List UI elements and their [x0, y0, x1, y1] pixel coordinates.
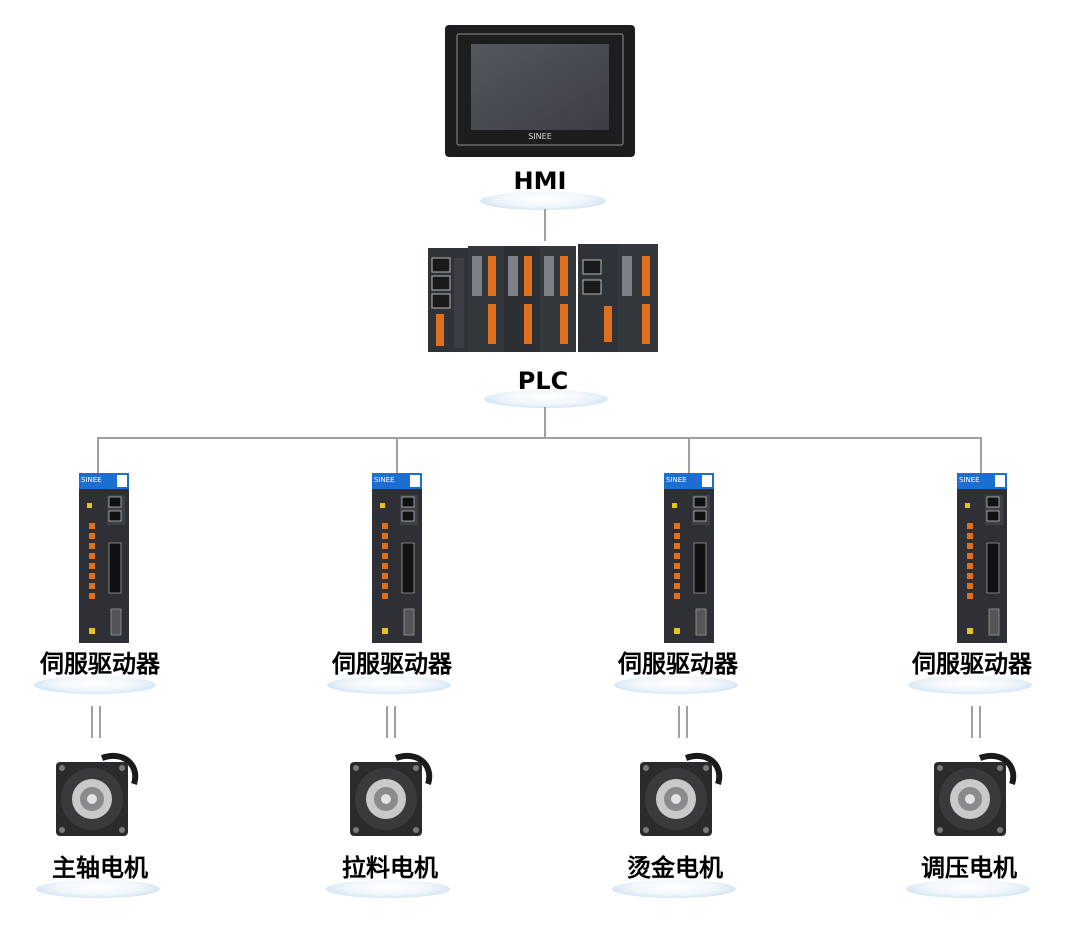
servo-motor-3 [634, 750, 724, 842]
servo-drive-4-pedestal [908, 676, 1032, 694]
servo-drive-2: SINEE [372, 473, 422, 643]
motor-4-label: 调压电机 [921, 854, 1017, 882]
motor-1-label: 主轴电机 [52, 854, 148, 882]
servo-motor-2 [344, 750, 434, 842]
servo-drive-4-label: 伺服驱动器 [912, 650, 1032, 678]
hmi-label: HMI [513, 167, 567, 195]
motor-link-2a [386, 706, 388, 738]
servo-drive-3-pedestal [614, 676, 738, 694]
drop-2 [396, 437, 398, 475]
servo-drive-3-label: 伺服驱动器 [618, 650, 738, 678]
connector-plc-bus [544, 407, 546, 438]
servo-drive-2-label: 伺服驱动器 [332, 650, 452, 678]
hmi-device: SINEE [445, 25, 635, 157]
drop-4 [980, 437, 982, 475]
servo-drive-2-pedestal [327, 676, 451, 694]
servo-drive-4-brand: SINEE [959, 476, 980, 484]
motor-2-label: 拉料电机 [342, 854, 438, 882]
bus-line [97, 437, 982, 439]
motor-link-2b [394, 706, 396, 738]
servo-motor-4 [928, 750, 1018, 842]
plc-pedestal [484, 390, 608, 408]
motor-1-pedestal [36, 880, 160, 898]
plc-device [428, 242, 658, 354]
motor-3-label: 烫金电机 [627, 854, 723, 882]
motor-3-pedestal [612, 880, 736, 898]
motor-link-4b [979, 706, 981, 738]
hmi-brand: SINEE [528, 132, 552, 141]
servo-motor-1 [50, 750, 140, 842]
motor-4-pedestal [906, 880, 1030, 898]
servo-drive-1-brand: SINEE [81, 476, 102, 484]
servo-drive-1: SINEE [79, 473, 129, 643]
motor-link-1b [99, 706, 101, 738]
servo-drive-2-brand: SINEE [374, 476, 395, 484]
motor-link-3a [678, 706, 680, 738]
servo-drive-4: SINEE [957, 473, 1007, 643]
motor-link-4a [971, 706, 973, 738]
servo-drive-1-pedestal [34, 676, 156, 694]
servo-drive-3-brand: SINEE [666, 476, 687, 484]
drop-3 [688, 437, 690, 475]
hmi-pedestal [480, 192, 606, 210]
connector-hmi-plc [544, 209, 546, 241]
servo-drive-1-label: 伺服驱动器 [40, 650, 160, 678]
motor-link-1a [91, 706, 93, 738]
drop-1 [97, 437, 99, 475]
servo-drive-3: SINEE [664, 473, 714, 643]
motor-link-3b [686, 706, 688, 738]
motor-2-pedestal [326, 880, 450, 898]
